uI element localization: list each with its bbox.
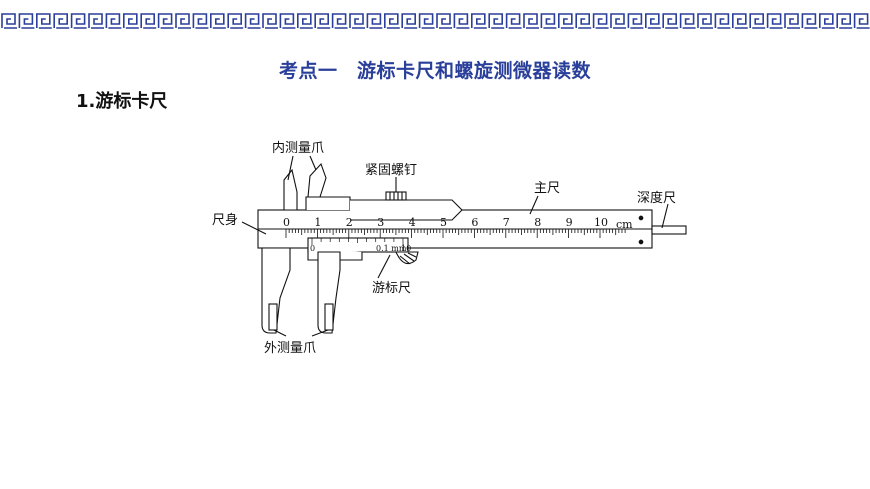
- leader-outer-jaw-a: [273, 329, 287, 337]
- main-scale-number: 0: [283, 216, 290, 229]
- border-motif: [645, 13, 661, 29]
- border-motif: [105, 13, 122, 29]
- vernier-precision: 0.1 mm: [376, 244, 407, 253]
- main-scale-number: 2: [346, 216, 353, 229]
- border-motif: [18, 13, 35, 29]
- main-scale-number: 8: [534, 216, 541, 229]
- leader-inner-jaw-b: [309, 155, 317, 171]
- border-motif: [697, 13, 713, 29]
- page-title: 考点一 游标卡尺和螺旋测微器读数: [278, 60, 591, 82]
- border-motif: [262, 13, 278, 29]
- main-scale-number: 4: [409, 216, 416, 229]
- main-scale-number: 9: [566, 216, 573, 229]
- border-motif: [279, 13, 296, 29]
- border-motif: [1, 13, 17, 29]
- border-motif: [175, 13, 191, 29]
- main-scale-number: 6: [471, 216, 478, 229]
- label-body: 尺身: [212, 212, 238, 228]
- border-motif: [227, 13, 244, 29]
- border-motif: [123, 13, 139, 29]
- border-motif: [140, 13, 157, 29]
- vernier-caliper-diagram: 0 1 2 3 4 5 6 7 8 9 10 cm 0 10 0.1 mm 内测量爪 紧固螺钉 主尺…: [200, 130, 700, 360]
- main-scale-number: 1: [314, 216, 321, 229]
- border-motif: [384, 13, 400, 29]
- border-motif: [714, 13, 731, 29]
- caliper-illustration: 0 1 2 3 4 5 6 7 8 9 10 cm 0 10 0.1 mm 内测量爪 紧固螺钉 主尺…: [212, 140, 687, 356]
- leader-main-scale: [529, 195, 539, 215]
- border-motif: [801, 13, 818, 29]
- border-motif: [627, 13, 644, 29]
- border-motif: [662, 13, 679, 29]
- border-motif: [297, 13, 313, 29]
- vernier-number-10: 10: [401, 244, 411, 253]
- main-scale-number: 10: [594, 216, 608, 229]
- border-motif: [418, 13, 435, 29]
- border-motif: [819, 13, 835, 29]
- leader-depth-rod: [661, 203, 669, 229]
- leader-inner-jaw-a: [287, 155, 294, 181]
- border-motif: [836, 13, 853, 29]
- label-main-scale: 主尺: [534, 181, 560, 196]
- label-outer-jaws: 外测量爪: [264, 341, 316, 356]
- border-motif: [732, 13, 748, 29]
- border-motif: [558, 13, 574, 29]
- border-motif: [523, 13, 539, 29]
- label-locking-screw: 紧固螺钉: [365, 163, 417, 178]
- main-scale-number: 5: [440, 216, 447, 229]
- border-motif: [575, 13, 592, 29]
- border-motif: [679, 13, 696, 29]
- border-motif: [471, 13, 487, 29]
- border-motif: [53, 13, 70, 29]
- border-motif: [88, 13, 104, 29]
- vernier-number-0: 0: [310, 244, 315, 253]
- depth-rod: [651, 225, 687, 235]
- section-heading: 1.游标卡尺: [76, 91, 168, 112]
- leader-outer-jaw-b: [311, 329, 329, 337]
- border-motif: [749, 13, 766, 29]
- main-scale-number: 3: [377, 216, 384, 229]
- border-motif: [401, 13, 418, 29]
- border-motif: [36, 13, 52, 29]
- border-motif: [784, 13, 800, 29]
- border-motif: [70, 13, 87, 29]
- border-motif: [853, 13, 870, 29]
- vernier-scale-ticks: [311, 238, 404, 245]
- border-motif: [157, 13, 174, 29]
- leader-vernier: [377, 254, 391, 279]
- unit-label: cm: [616, 218, 633, 231]
- border-motif: [210, 13, 226, 29]
- label-inner-jaws: 内测量爪: [272, 140, 324, 156]
- border-motif: [488, 13, 505, 29]
- locking-screw: [385, 191, 407, 201]
- locking-screw-housing: [350, 199, 463, 221]
- label-depth-rod: 深度尺: [637, 190, 676, 206]
- label-vernier: 游标尺: [372, 281, 411, 296]
- border-motif: [592, 13, 609, 29]
- main-scale-ticks: [285, 229, 626, 238]
- main-scale-number: 7: [503, 216, 510, 229]
- fixed-inner-jaw: [283, 168, 298, 211]
- border-motif: [766, 13, 783, 29]
- border-motif: [349, 13, 365, 29]
- border-motif: [453, 13, 470, 29]
- border-motif: [314, 13, 331, 29]
- main-scale-numbers: 0 1 2 3 4 5 6 7 8 9 10: [283, 216, 608, 229]
- border-motif: [331, 13, 348, 29]
- border-motif: [610, 13, 626, 29]
- decorative-border: [0, 8, 870, 34]
- border-motif: [540, 13, 557, 29]
- border-motif: [366, 13, 383, 29]
- border-motif: [505, 13, 522, 29]
- border-motif: [192, 13, 209, 29]
- movable-inner-jaw: [307, 162, 327, 198]
- leader-body: [241, 221, 267, 235]
- border-motif: [436, 13, 452, 29]
- border-motif: [244, 13, 261, 29]
